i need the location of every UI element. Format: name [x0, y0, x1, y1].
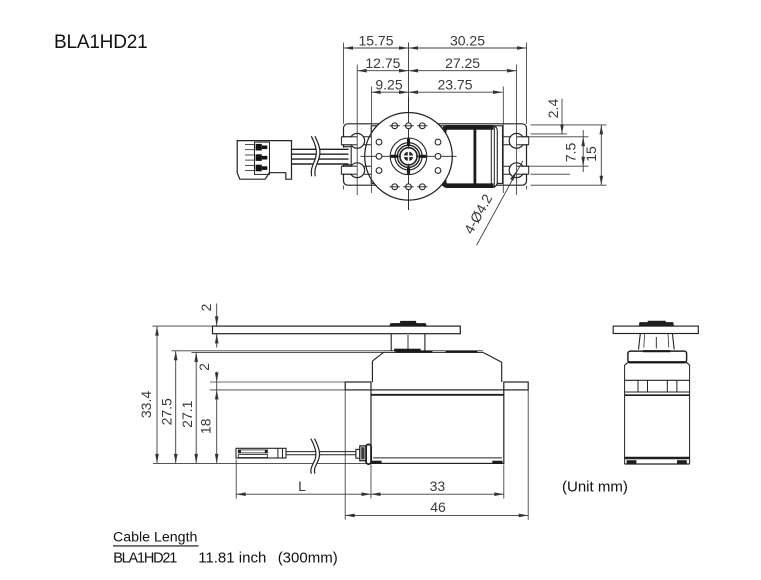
- svg-text:12.75: 12.75: [365, 55, 400, 71]
- svg-text:2: 2: [196, 363, 212, 371]
- svg-text:(300mm): (300mm): [278, 550, 338, 567]
- svg-text:2.4: 2.4: [545, 99, 561, 119]
- svg-text:27.5: 27.5: [158, 398, 174, 425]
- svg-text:33: 33: [430, 478, 446, 494]
- svg-text:7.5: 7.5: [562, 143, 578, 163]
- svg-text:2: 2: [198, 303, 214, 311]
- svg-text:46: 46: [430, 499, 446, 515]
- svg-text:11.81 inch: 11.81 inch: [198, 550, 266, 567]
- svg-text:23.75: 23.75: [437, 77, 472, 93]
- svg-text:15: 15: [583, 146, 599, 162]
- svg-text:27.1: 27.1: [179, 400, 195, 427]
- svg-text:Cable Length: Cable Length: [113, 529, 197, 545]
- svg-text:27.25: 27.25: [445, 55, 480, 71]
- svg-text:9.25: 9.25: [375, 77, 402, 93]
- svg-text:BLA1HD21: BLA1HD21: [54, 32, 147, 53]
- svg-text:33.4: 33.4: [138, 391, 154, 418]
- svg-text:18: 18: [198, 418, 214, 434]
- svg-text:30.25: 30.25: [450, 32, 485, 48]
- svg-text:15.75: 15.75: [358, 32, 393, 48]
- svg-text:L: L: [298, 478, 306, 494]
- svg-text:BLA1HD21: BLA1HD21: [113, 551, 177, 567]
- svg-text:(Unit mm): (Unit mm): [562, 478, 628, 495]
